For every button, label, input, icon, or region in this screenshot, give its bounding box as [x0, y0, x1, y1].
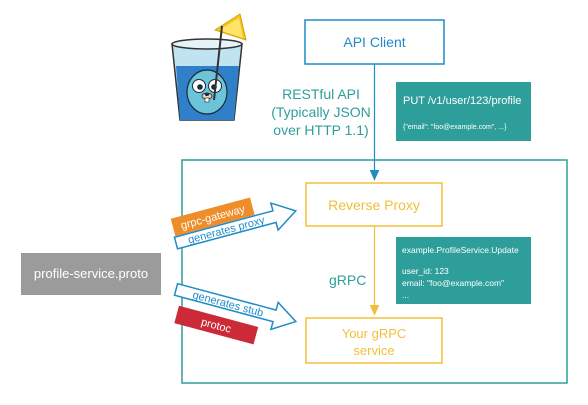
grpc-service-line1: Your gRPC: [342, 326, 407, 341]
grpc-request-line1: example.ProfileService.Update: [402, 245, 519, 255]
gopher-mascot-icon: [171, 13, 247, 121]
reverse-proxy-label: Reverse Proxy: [328, 197, 420, 213]
grpc-gateway-tag: [170, 197, 255, 237]
proto-file-label: profile-service.proto: [34, 266, 148, 281]
protoc-tag: [174, 305, 259, 345]
grpc-request-line2: user_id: 123: [402, 266, 449, 276]
restful-api-line1: RESTful API: [282, 86, 360, 102]
restful-api-line3: over HTTP 1.1): [273, 122, 368, 138]
grpc-request-line4: ...: [402, 290, 409, 300]
put-request-card: [396, 82, 531, 141]
proto-file-box: [21, 253, 161, 295]
grpc-request-line3: email: "foo@example.com": [402, 278, 504, 288]
restful-api-line2: (Typically JSON: [271, 104, 371, 120]
grpc-service-line2: service: [353, 343, 394, 358]
put-request-line2: {"email": "foo@example.com", ...}: [403, 124, 507, 131]
grpc-request-card: [396, 237, 531, 304]
grpc-service-box: [305, 317, 443, 364]
api-client-box: [304, 19, 445, 65]
put-request-line1: PUT /v1/user/123/profile: [403, 95, 521, 107]
reverse-proxy-box: [305, 182, 443, 227]
api-client-label: API Client: [343, 34, 405, 50]
grpc-label: gRPC: [329, 272, 366, 288]
